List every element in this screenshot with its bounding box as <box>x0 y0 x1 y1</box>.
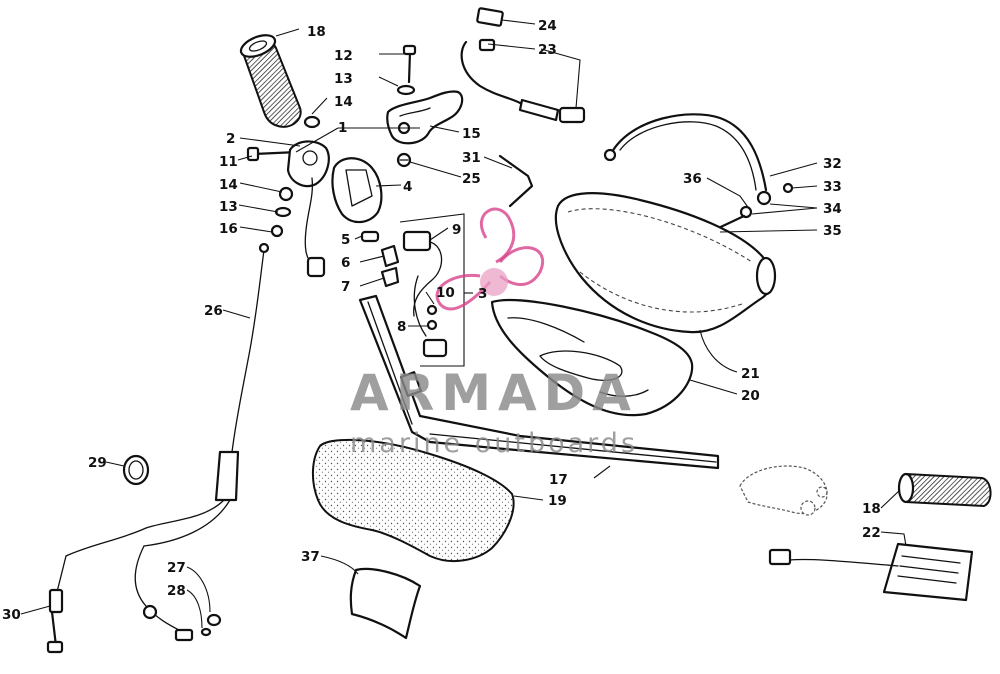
throttle-cable-part <box>143 242 270 547</box>
callout-4: 4 <box>403 179 412 195</box>
callout-2: 2 <box>226 131 235 147</box>
watermark-tagline: marine outboards <box>350 428 638 459</box>
switch-harness-part <box>402 230 448 358</box>
handlebar-pad-part <box>554 192 777 334</box>
callout-24: 24 <box>538 18 557 34</box>
left-grip-part <box>239 34 302 128</box>
callout-26: 26 <box>204 303 223 319</box>
callout-17: 17 <box>549 472 568 488</box>
clamp-ring-part <box>122 454 150 486</box>
callout-1: 1 <box>338 120 347 136</box>
callout-28: 28 <box>167 583 186 599</box>
bolt-12-part <box>402 44 417 84</box>
clip-5-part <box>360 230 380 243</box>
handlebar-part <box>358 294 720 470</box>
callout-14: 14 <box>334 94 353 110</box>
plate-7-part <box>380 266 400 288</box>
bolt-31-part <box>498 154 534 208</box>
callout-27: 27 <box>167 560 186 576</box>
callout-12: 12 <box>334 48 353 64</box>
callout-18b: 18 <box>862 501 881 517</box>
choke-cable-part <box>46 527 147 654</box>
callout-13b: 13 <box>219 199 238 215</box>
callout-14b: 14 <box>219 177 238 193</box>
callout-34: 34 <box>823 201 842 217</box>
riser-bracket-part <box>490 298 694 417</box>
callout-32: 32 <box>823 156 842 172</box>
callout-3: 3 <box>478 286 487 302</box>
bracket-group-3 <box>399 213 465 367</box>
heater-element-part <box>768 542 974 602</box>
callout-5: 5 <box>341 232 350 248</box>
callout-31: 31 <box>462 150 481 166</box>
callout-16: 16 <box>219 221 238 237</box>
nut-14-part <box>303 115 321 129</box>
callout-35: 35 <box>823 223 842 239</box>
leader-lines <box>20 19 907 629</box>
callout-20: 20 <box>741 388 760 404</box>
spring-6-part <box>380 244 400 268</box>
callout-11: 11 <box>219 154 238 170</box>
callout-30: 30 <box>2 607 21 623</box>
callout-29: 29 <box>88 455 107 471</box>
ghost-bracket-part <box>739 465 828 516</box>
callout-23: 23 <box>538 42 557 58</box>
callout-8: 8 <box>397 319 406 335</box>
strap-part <box>349 567 422 640</box>
washer-13-part <box>396 84 416 96</box>
washer-13b-part <box>274 206 292 218</box>
nut-16-part <box>270 224 284 238</box>
callout-37: 37 <box>301 549 320 565</box>
nut-14b-part <box>278 186 294 202</box>
callout-6: 6 <box>341 255 350 271</box>
watermark-brand: ARMADA <box>350 364 638 422</box>
heater-cable-part <box>460 7 586 124</box>
callout-21: 21 <box>741 366 760 382</box>
right-grip-part <box>897 472 992 508</box>
callout-9: 9 <box>452 222 461 238</box>
brace-part <box>603 113 794 234</box>
watermark-logo <box>435 207 544 311</box>
callout-25: 25 <box>462 171 481 187</box>
callout-33: 33 <box>823 179 842 195</box>
handlebar-cover-part <box>312 438 515 563</box>
cable-end-part <box>134 545 222 642</box>
callout-15: 15 <box>462 126 481 142</box>
throttle-lever-part <box>386 90 464 145</box>
callout-10: 10 <box>436 285 455 301</box>
callout-7: 7 <box>341 279 350 295</box>
callout-19: 19 <box>548 493 567 509</box>
callout-13: 13 <box>334 71 353 87</box>
callout-labels: 18 12 13 14 1 2 11 14 13 16 15 31 25 4 2… <box>2 18 881 623</box>
screw-25-part <box>396 152 412 168</box>
callout-18: 18 <box>307 24 326 40</box>
callout-36: 36 <box>683 171 702 187</box>
callout-22: 22 <box>862 525 881 541</box>
throttle-housing-part <box>246 140 383 278</box>
